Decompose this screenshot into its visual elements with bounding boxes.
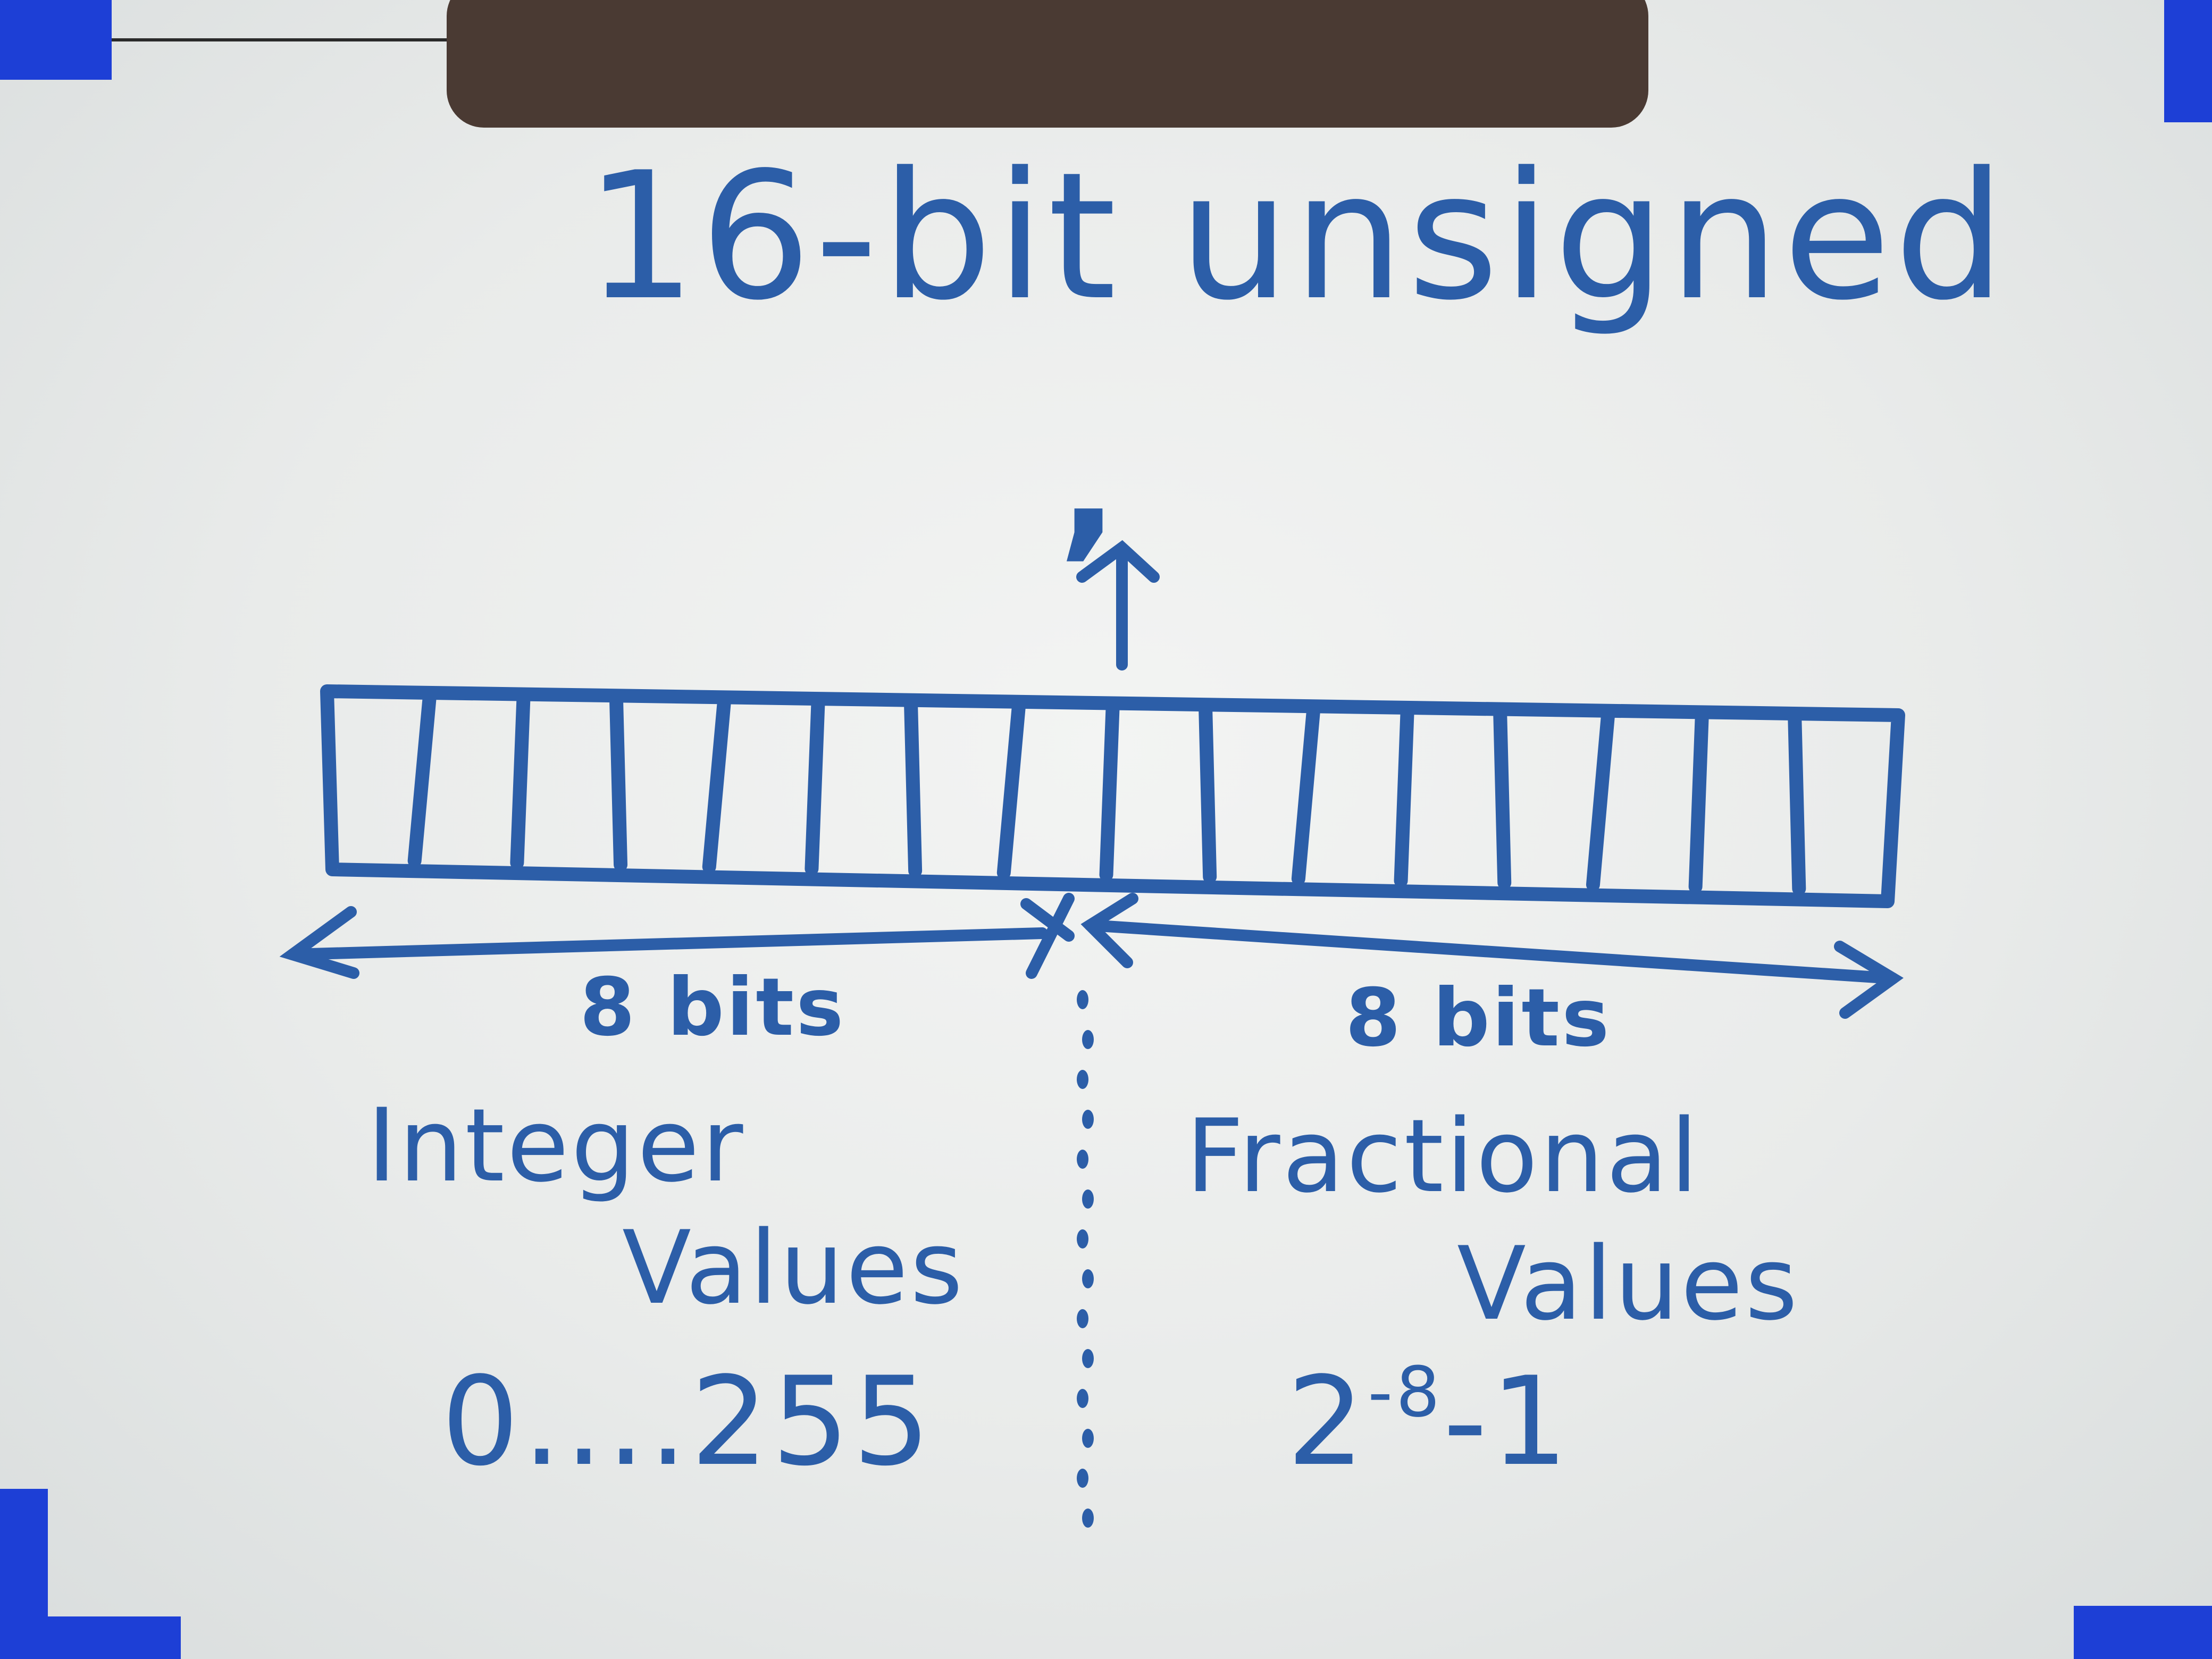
divider-dot (1077, 1229, 1088, 1249)
integer-bits-label: 8 bits (580, 961, 846, 1054)
fractional-range: 2-8-1 (1287, 1358, 1571, 1484)
register-outline (320, 684, 1905, 908)
bit-cell-divider (609, 694, 628, 872)
fractional-label: Fractional (1186, 1097, 1700, 1215)
bit-cell-divider (805, 697, 825, 876)
fractional-range-base: 2 (1287, 1351, 1368, 1493)
divider-dot (1082, 1509, 1094, 1528)
bit-register (320, 684, 1905, 908)
divider-dot (1077, 1150, 1088, 1169)
divider-dot (1082, 1349, 1094, 1368)
integer-label: Integer (367, 1087, 745, 1204)
integer-values-label: Values (622, 1209, 965, 1327)
bit-cell-divider (510, 692, 531, 870)
bit-cell-divider (1291, 705, 1320, 886)
divider-dot (1082, 1030, 1094, 1049)
divider-dot (1077, 1469, 1088, 1488)
bit-cell-divider (1586, 709, 1615, 892)
integer-bits-arrow (279, 893, 1075, 979)
fractional-bits-label: 8 bits (1345, 972, 1612, 1065)
divider-dot (1082, 1110, 1094, 1129)
radix-point-arrow (1076, 540, 1160, 671)
dotted-divider (1077, 990, 1094, 1528)
bit-cell-divider (1394, 706, 1414, 888)
divider-dot (1077, 1070, 1088, 1089)
divider-dot (1082, 1189, 1094, 1209)
corner-magnet-bottom-right (2074, 1606, 2212, 1659)
bit-cell-divider (1199, 703, 1217, 884)
radix-point-comma: , (1058, 391, 1119, 576)
fractional-bits-arrow (1080, 893, 1904, 1019)
corner-magnet-top-left (0, 0, 112, 80)
bit-cell-divider (407, 691, 437, 868)
integer-range: 0....255 (441, 1351, 934, 1493)
bit-cell-divider (1099, 701, 1120, 882)
bit-cell-divider (702, 696, 731, 874)
bit-cell-divider (904, 698, 923, 878)
fractional-range-exponent: -8 (1368, 1352, 1443, 1432)
corner-magnet-top-right (2164, 0, 2212, 122)
bit-cell-divider (1493, 707, 1512, 890)
corner-magnet-bottom-left-tab (48, 1616, 181, 1659)
bit-cell-divider (1688, 710, 1709, 894)
fractional-range-tail: -1 (1443, 1351, 1572, 1493)
eraser-tray (447, 0, 1648, 128)
bit-cell-divider (1788, 712, 1806, 896)
bit-cell-divider (996, 700, 1026, 880)
diagram-title: 16-bit unsigned (585, 135, 2009, 339)
divider-dot (1082, 1269, 1094, 1288)
fractional-values-label: Values (1457, 1225, 1800, 1343)
divider-dot (1082, 1429, 1094, 1448)
divider-dot (1077, 1389, 1088, 1408)
divider-dot (1077, 1309, 1088, 1328)
divider-dot (1077, 990, 1088, 1009)
corner-magnet-bottom-left (0, 1489, 48, 1659)
